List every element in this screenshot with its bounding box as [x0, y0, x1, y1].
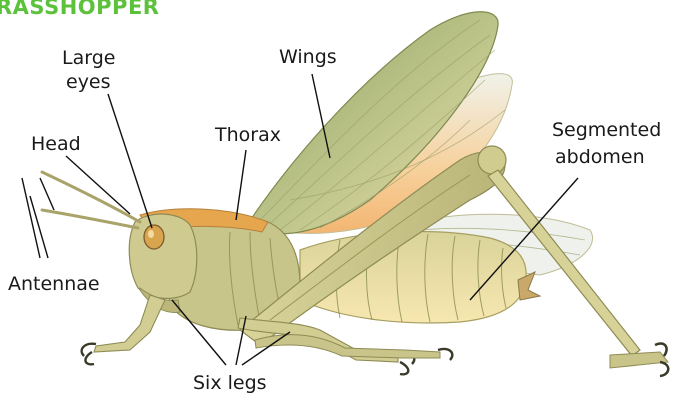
eye-highlight	[148, 230, 154, 238]
hind-knee	[478, 146, 506, 174]
label-six-legs: Six legs	[193, 372, 267, 394]
label-large-eyes-1: Large	[62, 47, 115, 69]
grasshopper-illustration	[42, 12, 668, 376]
label-abdomen-2: abdomen	[555, 146, 645, 168]
label-abdomen-1: Segmented	[552, 119, 661, 141]
diagram-title: RASSHOPPER	[0, 0, 159, 19]
head	[129, 214, 197, 298]
hind-tarsus	[610, 352, 668, 368]
compound-eye	[144, 225, 164, 249]
front-claw	[82, 344, 96, 365]
label-antennae: Antennae	[8, 273, 100, 295]
label-large-eyes-2: eyes	[66, 71, 111, 93]
front-leg	[94, 295, 165, 352]
label-wings: Wings	[279, 46, 337, 68]
label-head: Head	[31, 133, 81, 155]
label-thorax: Thorax	[214, 124, 281, 146]
